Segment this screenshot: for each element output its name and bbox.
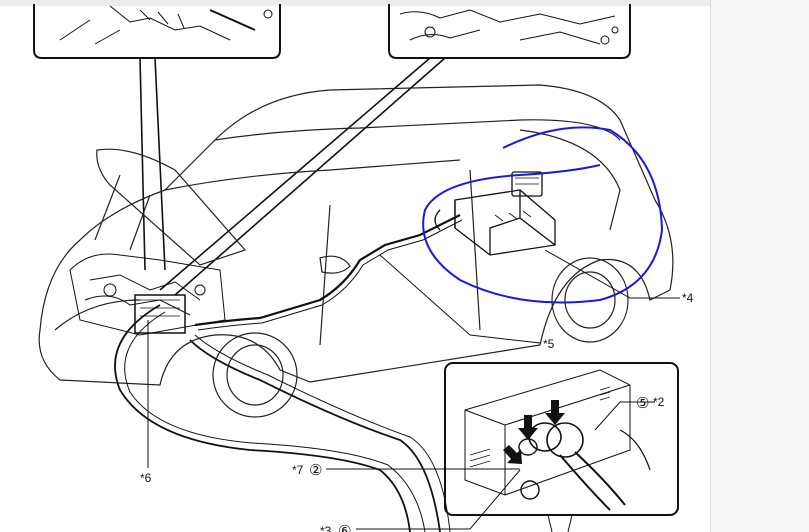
callout-label-3: *3 [320,524,332,532]
step-number-5: ⑤ [636,394,649,412]
step-number-6: ⑥ [338,522,351,532]
viewer-right-margin [710,0,809,532]
hv-battery-assembly [434,171,556,256]
detail-inset-connector [444,362,679,516]
arrow-down-icon [545,400,565,425]
hv-cable-run [194,214,463,331]
annotation-circle [422,126,664,304]
arrow-icons [503,400,565,464]
car-body-outline [38,84,674,418]
detail-inset-engine-top [33,4,281,59]
test-cable-run [114,304,451,532]
viewer-top-edge [0,0,710,6]
callout-label-6: *6 [140,471,152,485]
detail-inset-battery-top [388,4,631,59]
step-number-2: ② [309,461,322,479]
callout-leaders [147,249,680,532]
arrow-diagonal-icon [503,445,522,464]
callout-label-2: *2 [653,395,665,409]
inset-leader-lines [139,57,446,296]
arrow-down-icon [518,415,538,440]
engine-compartment [69,253,226,336]
callout-label-7: *7 [292,463,304,477]
callout-label-4: *4 [682,291,694,305]
callout-label-5: *5 [543,337,555,351]
